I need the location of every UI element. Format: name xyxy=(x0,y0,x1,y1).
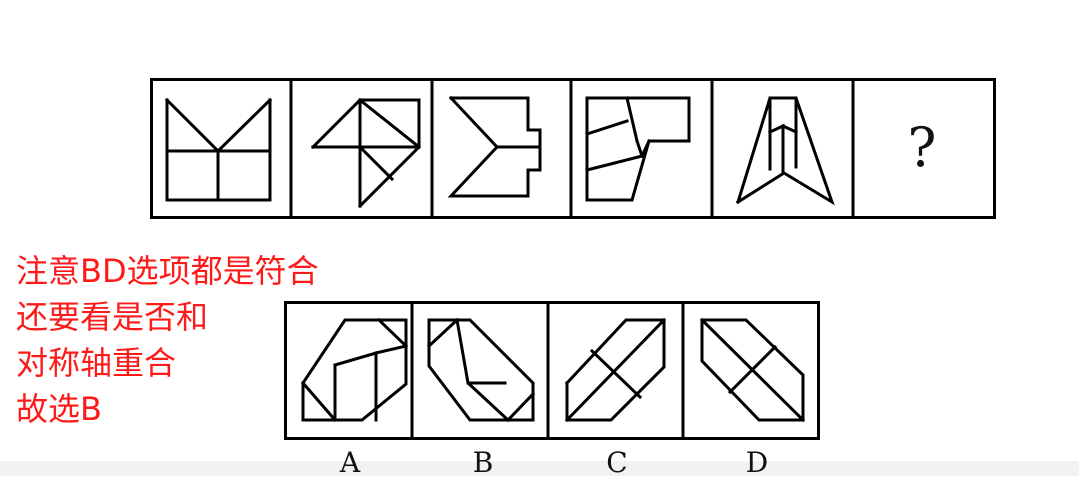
sequence-figure-2 xyxy=(310,97,422,209)
option-label-d: D xyxy=(745,446,769,479)
option-c-figure[interactable] xyxy=(548,301,683,440)
bottom-strip xyxy=(0,461,1079,476)
question-mark: ? xyxy=(907,115,937,179)
option-label-a: A xyxy=(339,446,361,479)
sequence-figure-3 xyxy=(447,95,542,198)
option-b-figure[interactable] xyxy=(412,301,548,440)
option-a-figure[interactable] xyxy=(284,301,412,440)
sequence-figure-5 xyxy=(735,96,835,206)
note-line-3: 对称轴重合 xyxy=(16,344,177,382)
annotation-note: 注意BD选项都是符合 还要看是否和 对称轴重合 故选B xyxy=(16,248,319,432)
sequence-figure-1 xyxy=(164,97,273,202)
answer-options xyxy=(284,301,820,440)
option-label-c: C xyxy=(606,446,628,479)
note-line-4: 故选B xyxy=(16,390,102,428)
question-sequence-frame xyxy=(150,78,996,219)
question-mark-cell: ? xyxy=(853,78,994,219)
option-d-figure[interactable] xyxy=(683,301,820,440)
note-line-2: 还要看是否和 xyxy=(16,298,209,336)
question-sequence: ? xyxy=(150,78,996,219)
sequence-figure-4 xyxy=(585,96,691,202)
answer-options-frame xyxy=(284,301,820,440)
note-line-1: 注意BD选项都是符合 xyxy=(16,252,319,290)
option-label-b: B xyxy=(472,446,494,479)
